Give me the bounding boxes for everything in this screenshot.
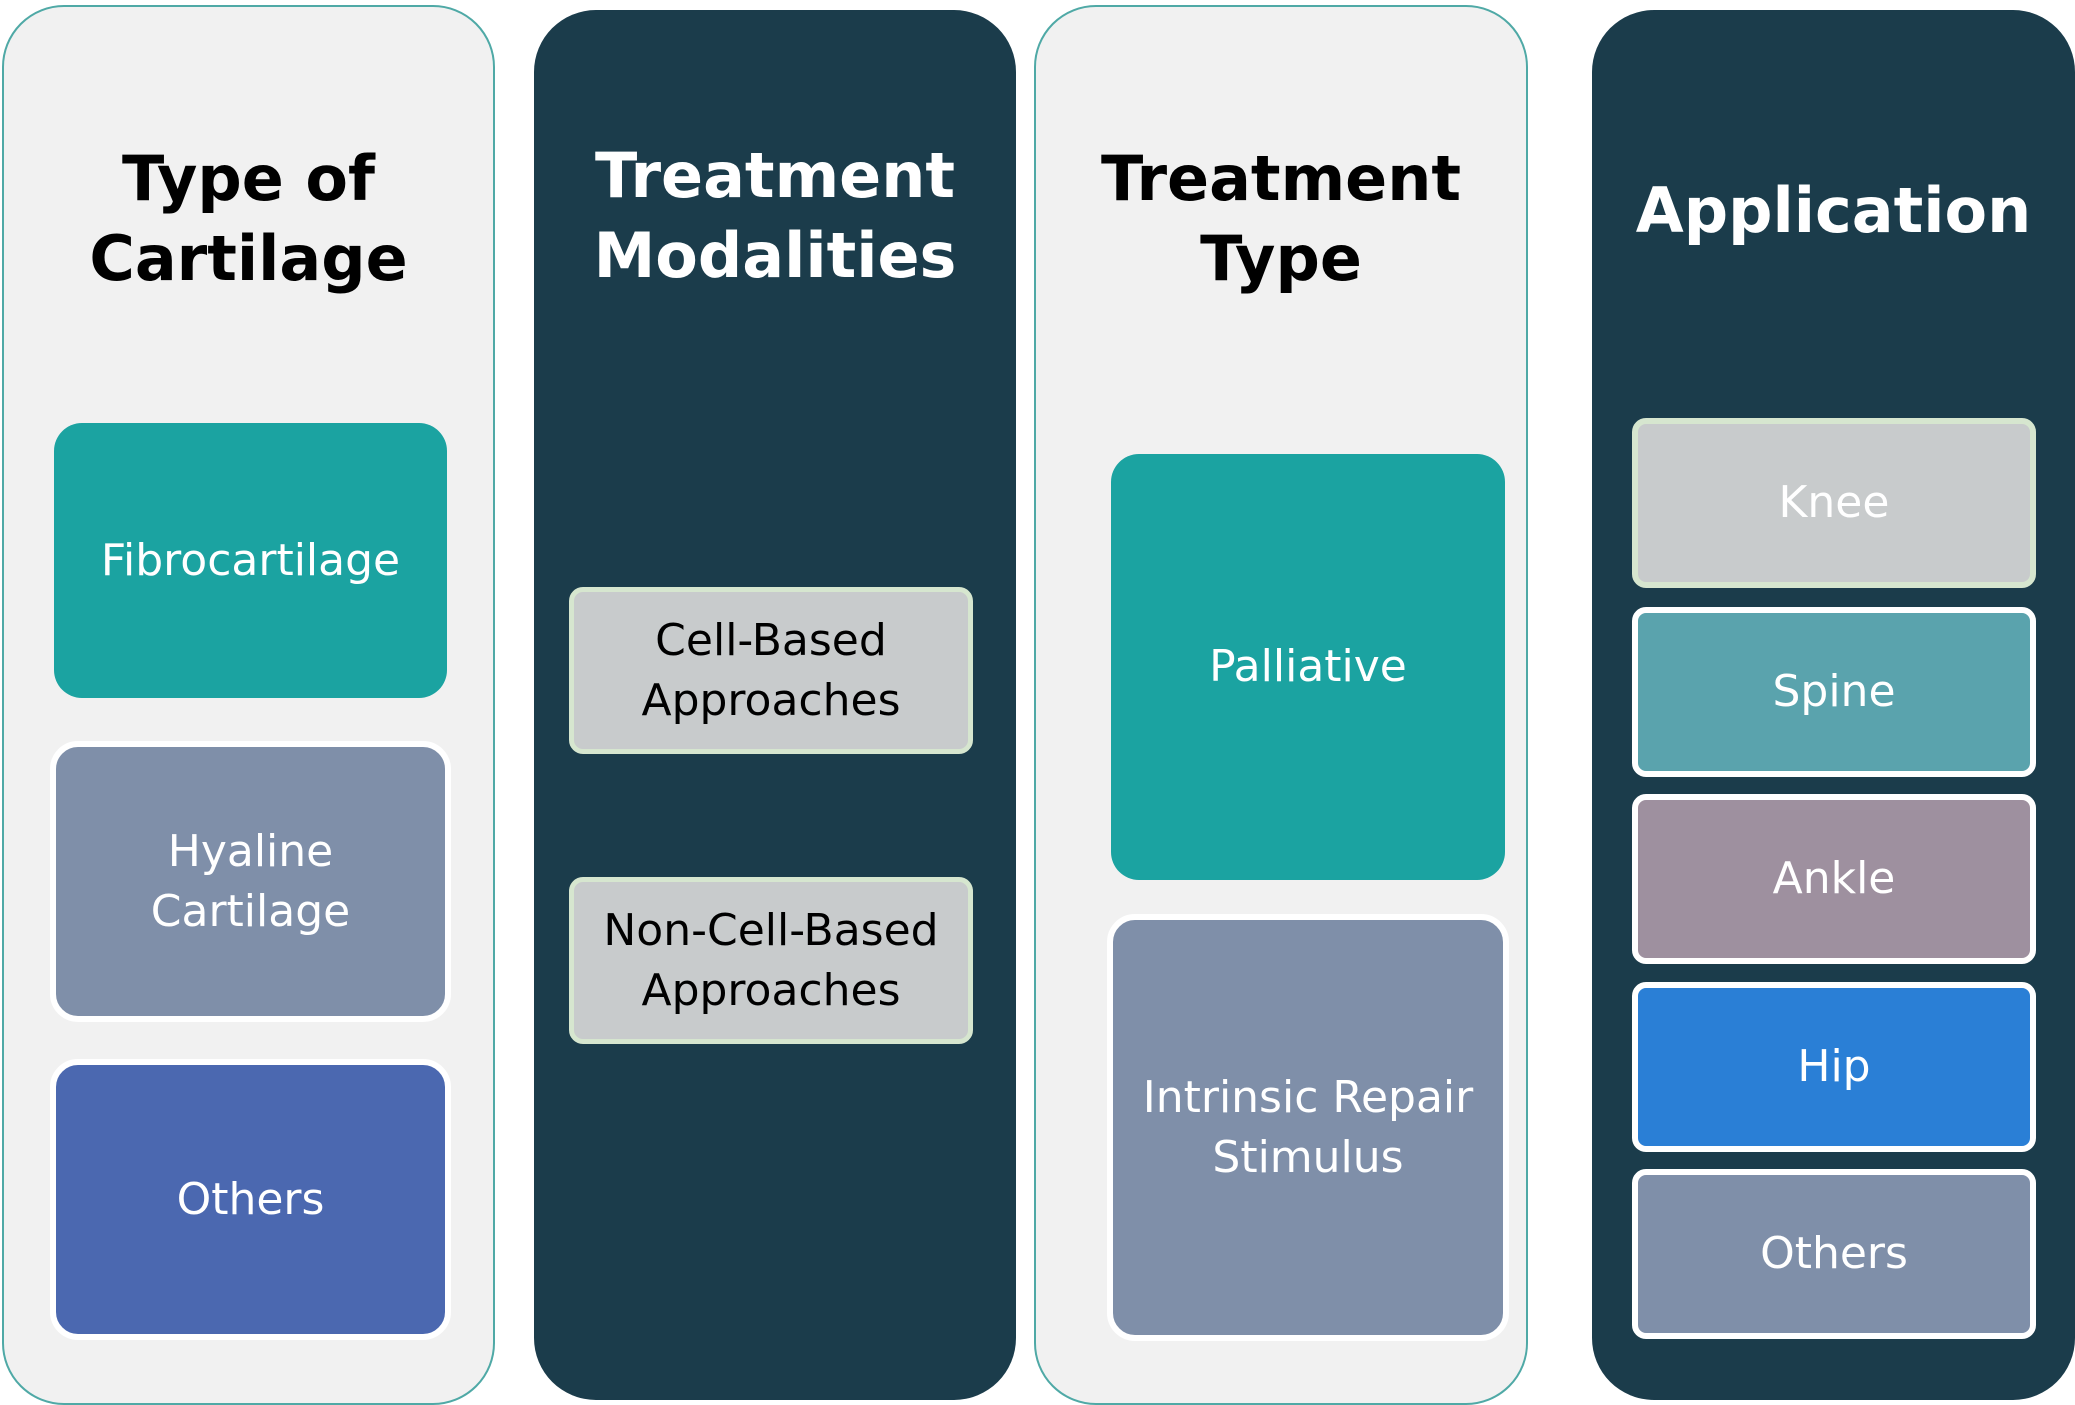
column-heading: Type of Cartilage: [89, 142, 408, 295]
hip-box: Hip: [1632, 982, 2036, 1152]
spine-box: Spine: [1632, 607, 2036, 777]
intrinsic-repair-stimulus-box: Intrinsic Repair Stimulus: [1107, 914, 1509, 1341]
cell-based-approaches-box: Cell-Based Approaches: [569, 587, 973, 754]
others-application-box: Others: [1632, 1169, 2036, 1339]
palliative-box: Palliative: [1111, 454, 1505, 880]
column-heading: Application: [1635, 174, 2032, 247]
fibrocartilage-box: Fibrocartilage: [54, 423, 447, 698]
knee-box: Knee: [1632, 418, 2036, 588]
column-heading: Treatment Type: [1100, 142, 1461, 295]
type-of-cartilage-column: Type of Cartilage Fibrocartilage Hyaline…: [2, 5, 495, 1405]
treatment-type-column: Treatment Type Palliative Intrinsic Repa…: [1034, 5, 1528, 1405]
ankle-box: Ankle: [1632, 794, 2036, 964]
others-cartilage-box: Others: [50, 1059, 451, 1340]
treatment-modalities-column: Treatment Modalities Cell-Based Approach…: [534, 10, 1016, 1400]
application-column: Application Knee Spine Ankle Hip Others: [1592, 10, 2075, 1400]
column-heading: Treatment Modalities: [593, 139, 957, 292]
non-cell-based-approaches-box: Non-Cell-Based Approaches: [569, 877, 973, 1044]
hyaline-cartilage-box: Hyaline Cartilage: [50, 741, 451, 1022]
